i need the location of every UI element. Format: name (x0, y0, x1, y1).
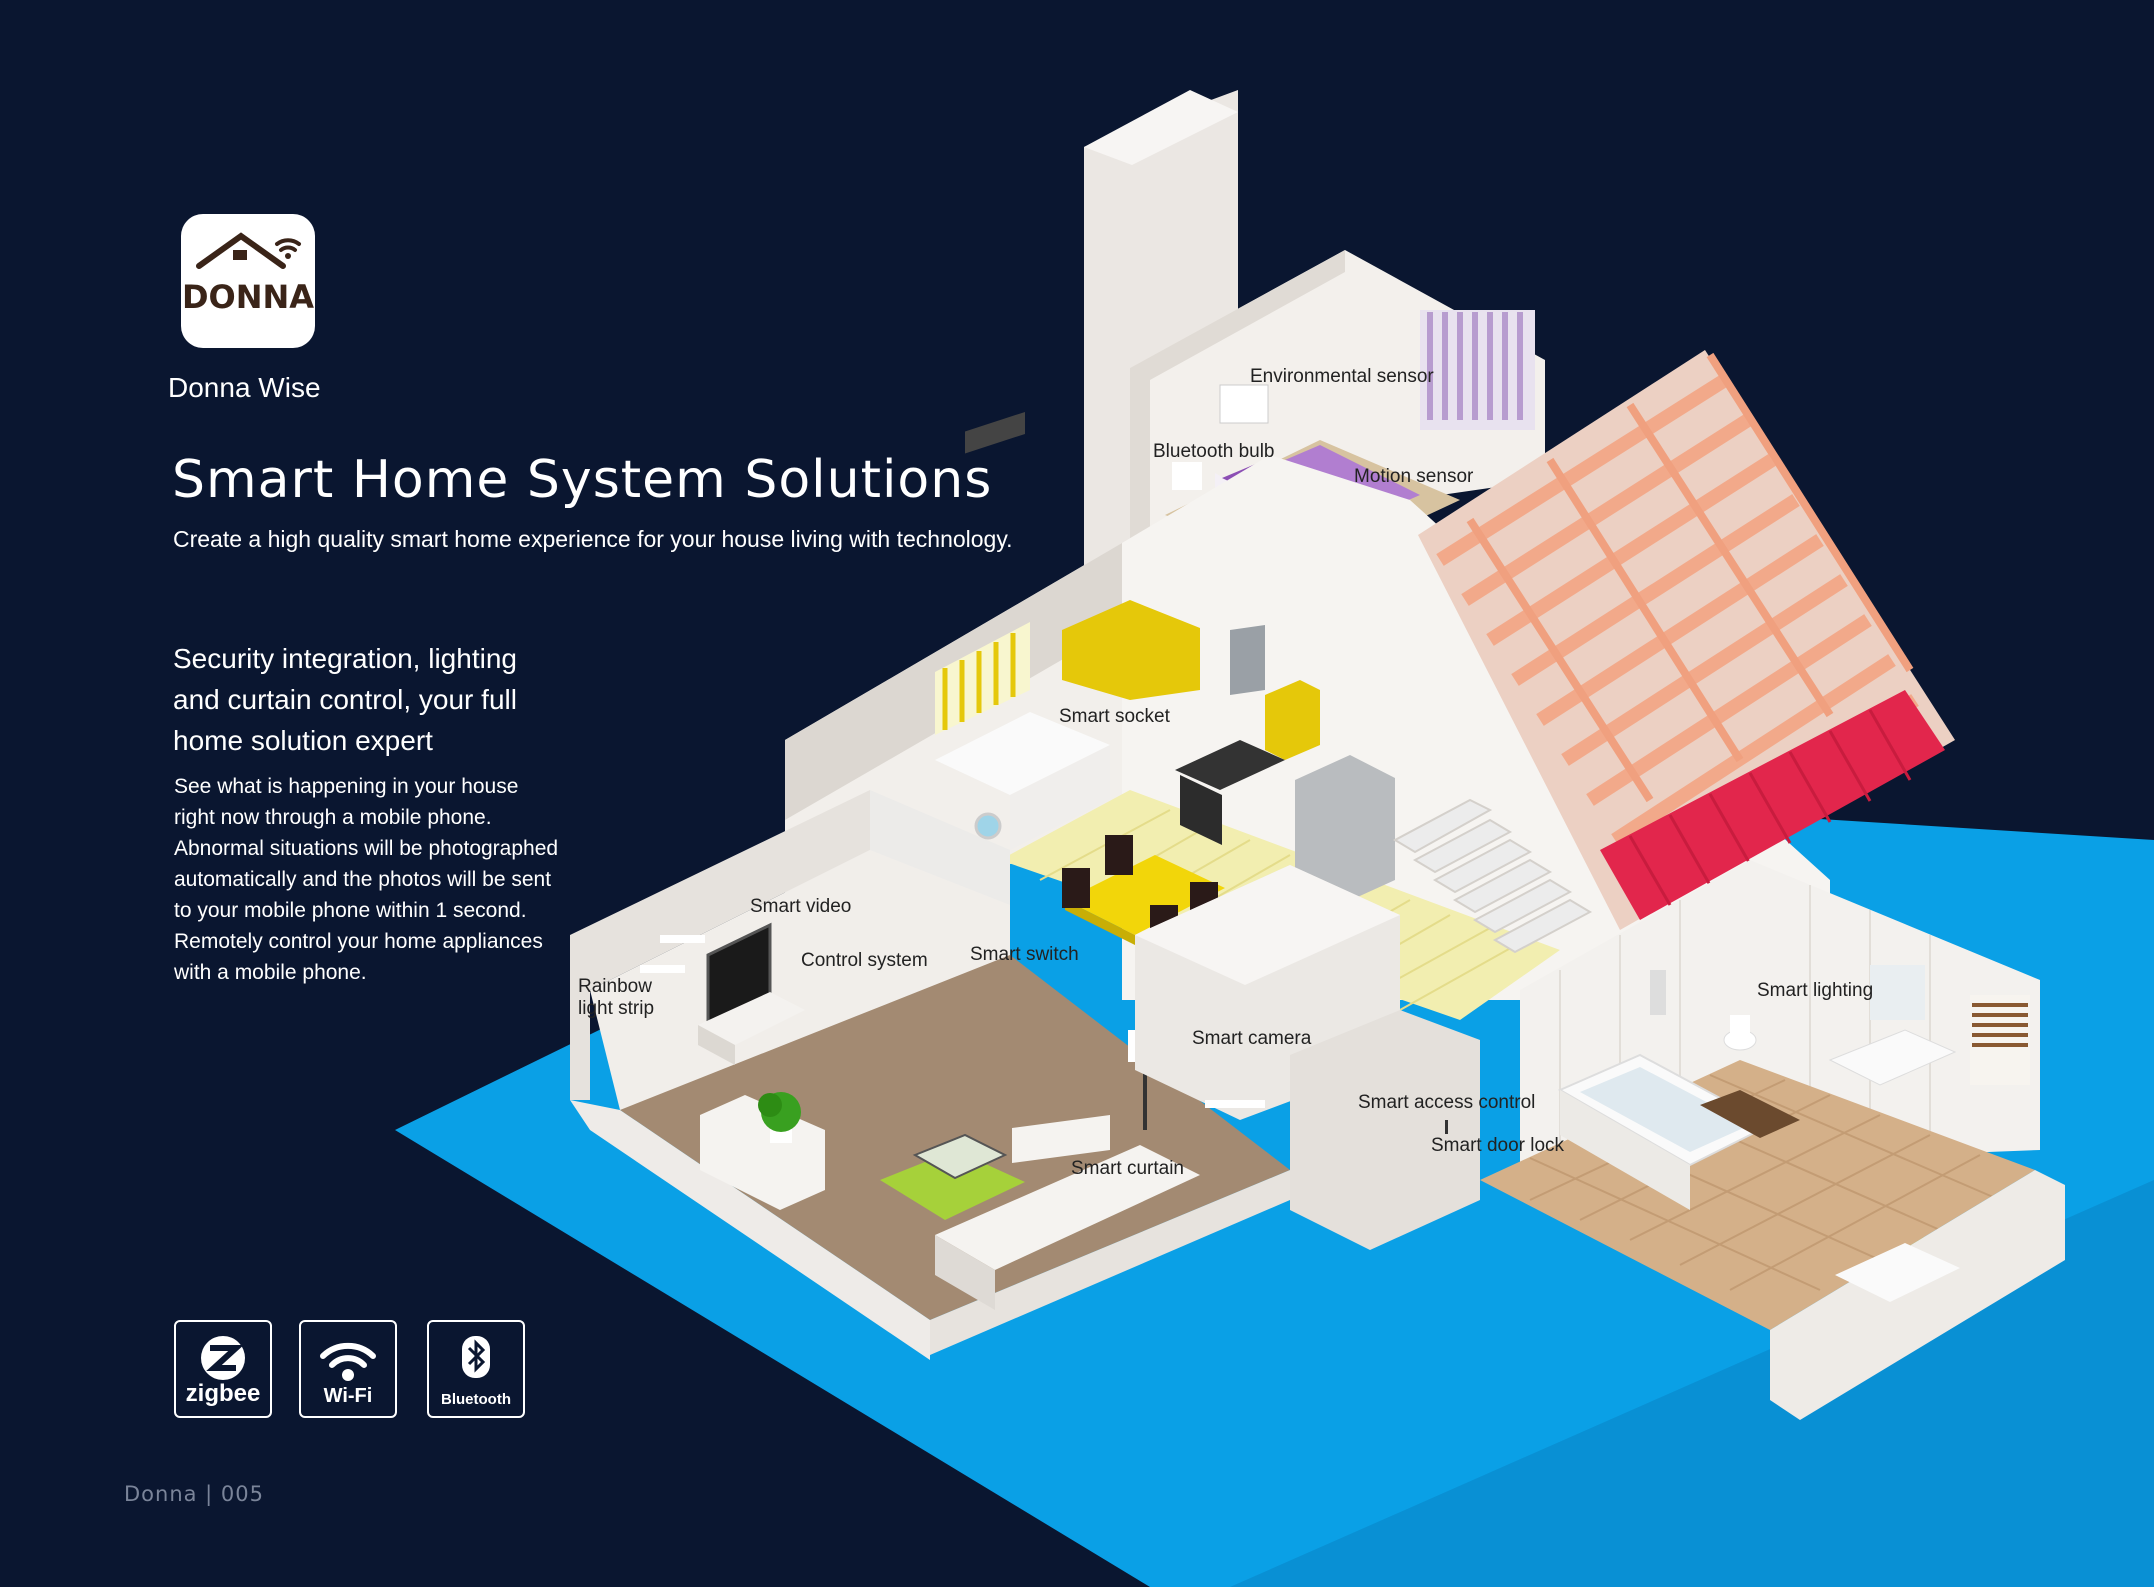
dining-table-edge (1065, 900, 1135, 945)
dining-table (1065, 855, 1225, 935)
plant-living (758, 1092, 801, 1143)
wall-shelf-2 (660, 935, 705, 943)
label-smart-curtain: Smart curtain (1071, 1158, 1184, 1179)
wifi-badge: Wi-Fi (299, 1320, 397, 1418)
label-smart-socket: Smart socket (1059, 706, 1170, 727)
staircase (1392, 798, 1593, 954)
sofa-front (935, 1235, 995, 1310)
living-floor (620, 955, 1290, 1320)
zigbee-icon (201, 1336, 245, 1380)
living-left-wall (570, 790, 870, 1100)
bath-front-wall (1770, 1170, 2065, 1420)
roof-red-ribs (1628, 709, 1912, 906)
feature-title-line: and curtain control, your full (173, 684, 517, 715)
house-wifi-logo-icon: DONNA (182, 232, 314, 316)
app-logo: DONNA (181, 214, 315, 348)
roof-rafters (1466, 352, 1914, 803)
living-floor-front (930, 1170, 1290, 1355)
bluetooth-icon (462, 1336, 490, 1378)
brand-name: Donna Wise (168, 372, 321, 403)
bath-vanity (1828, 1029, 1957, 1086)
toilet-tank (1730, 1015, 1750, 1040)
label-smart-camera: Smart camera (1192, 1028, 1312, 1049)
tv-stand (698, 992, 805, 1045)
feature-body-line: to your mobile phone within 1 second. (174, 899, 527, 922)
zigbee-badge: zigbee (174, 1320, 272, 1418)
page-footer: Donna | 005 (124, 1482, 265, 1506)
label-rainbow-light-strip: Rainbow (578, 976, 652, 997)
page-subtitle: Create a high quality smart home experie… (173, 526, 1013, 552)
hallway-shelf (1205, 1100, 1265, 1108)
bluetooth-badge: Bluetooth (427, 1320, 525, 1418)
towel-rack (1650, 970, 1666, 1015)
hallway-wall-top (1135, 865, 1400, 985)
feature-title: Security integration, lighting and curta… (173, 638, 593, 761)
roof-red-edge (1600, 690, 1945, 920)
entrance-block (1290, 1010, 1480, 1250)
label-control-system: Control system (801, 950, 928, 971)
attic-tv-frame (1219, 384, 1269, 424)
page-title: Smart Home System Solutions (172, 450, 993, 510)
lower-cabinets (1010, 745, 1110, 850)
chimney-top (1084, 90, 1238, 165)
washing-machine (974, 812, 1002, 840)
feature-body-line: Remotely control your home appliances (174, 930, 543, 953)
zigbee-label: zigbee (185, 1380, 261, 1407)
label-environmental-sensor: Environmental sensor (1250, 366, 1434, 387)
stove (1175, 740, 1285, 790)
bathtub-water (1580, 1067, 1750, 1152)
sofa-arm (1012, 1115, 1110, 1163)
feature-body-line: with a mobile phone. (174, 961, 367, 984)
bath-bench (1835, 1243, 1960, 1302)
feature-body-line: right now through a mobile phone. (174, 806, 492, 829)
attic-side-wall (1130, 250, 1345, 545)
feature-title-line: Security integration, lighting (173, 643, 517, 674)
bath-mirror (1870, 965, 1925, 1020)
kitchen-window (935, 622, 1030, 735)
label-motion-sensor: Motion sensor (1354, 466, 1474, 487)
living-front-left-wall (570, 1100, 930, 1360)
living-back-wall (590, 850, 1010, 1110)
coffee-table (912, 1133, 1008, 1180)
wall-shelf-1 (640, 965, 685, 973)
feature-body-line: Abnormal situations will be photographed (174, 837, 559, 860)
label-markers (1445, 1120, 1448, 1134)
tv-stand-front (698, 1025, 735, 1065)
bath-mat (1700, 1090, 1800, 1138)
label-smart-lighting: Smart lighting (1757, 980, 1874, 1001)
bathtub-side (1560, 1090, 1690, 1210)
side-cabinet (1265, 680, 1320, 760)
label-rainbow-light-strip-line2: light strip (578, 998, 655, 1019)
kitchen-sink (965, 411, 1025, 454)
label-smart-video: Smart video (750, 896, 852, 917)
sofa-seat (935, 1145, 1200, 1270)
upper-cabinets (1062, 600, 1200, 700)
kitchen-blinds (942, 633, 1016, 730)
label-smart-access-control: Smart access control (1358, 1092, 1536, 1113)
feature-title-line: home solution expert (173, 725, 433, 756)
attic-nightstand (1172, 462, 1202, 490)
bath-blinds (1972, 1003, 2028, 1047)
wifi-label: Wi-Fi (323, 1385, 373, 1407)
feature-description: See what is happening in your house righ… (174, 771, 594, 988)
label-smart-door-lock: Smart door lock (1431, 1135, 1565, 1156)
feature-body-line: See what is happening in your house (174, 775, 519, 798)
attic-curtain (1427, 312, 1523, 420)
bluetooth-label: Bluetooth (441, 1391, 511, 1408)
fridge (1295, 755, 1395, 905)
logo-text: DONNA (182, 278, 314, 316)
label-bluetooth-bulb: Bluetooth bulb (1153, 441, 1275, 462)
wifi-icon (320, 1342, 376, 1381)
feature-body-line: automatically and the photos will be sen… (174, 868, 552, 891)
oven (1180, 775, 1222, 845)
living-rug (880, 1150, 1025, 1220)
range-hood (1230, 625, 1265, 695)
bath-window (1970, 995, 2030, 1085)
kitchen-counter (935, 712, 1110, 795)
label-smart-switch: Smart switch (970, 944, 1079, 965)
